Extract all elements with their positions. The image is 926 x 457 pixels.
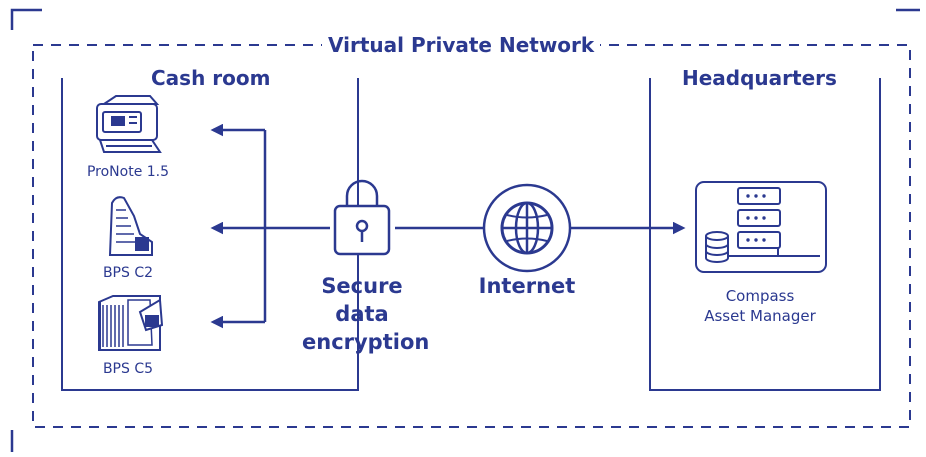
device-label-bps-c5: BPS C5 xyxy=(102,361,154,377)
server-database-icon xyxy=(695,181,827,273)
headquarters-box xyxy=(649,78,881,391)
device-arrows xyxy=(210,123,686,329)
crop-mark-top-left xyxy=(10,8,42,30)
server-label: Compass Asset Manager xyxy=(690,286,830,326)
vpn-title: Virtual Private Network xyxy=(322,33,601,57)
internet-label: Internet xyxy=(478,274,576,298)
globe-icon xyxy=(482,183,572,273)
server-label-line: Asset Manager xyxy=(704,307,816,325)
headquarters-heading: Headquarters xyxy=(676,66,843,90)
banknote-counter-icon xyxy=(96,95,162,153)
banknote-sorter-c5-icon xyxy=(98,295,164,351)
encryption-label-line: Secure xyxy=(321,274,403,298)
cash-room-heading: Cash room xyxy=(145,66,277,90)
encryption-label-line: data xyxy=(335,302,389,326)
server-label-line: Compass xyxy=(725,287,795,305)
device-label-bps-c2: BPS C2 xyxy=(102,265,154,281)
device-label-pronote: ProNote 1.5 xyxy=(86,164,170,180)
encryption-label: Secure data encryption xyxy=(302,272,430,356)
banknote-sorter-c2-icon xyxy=(108,196,153,256)
encryption-label-line: encryption xyxy=(302,330,430,354)
padlock-icon xyxy=(333,179,391,256)
